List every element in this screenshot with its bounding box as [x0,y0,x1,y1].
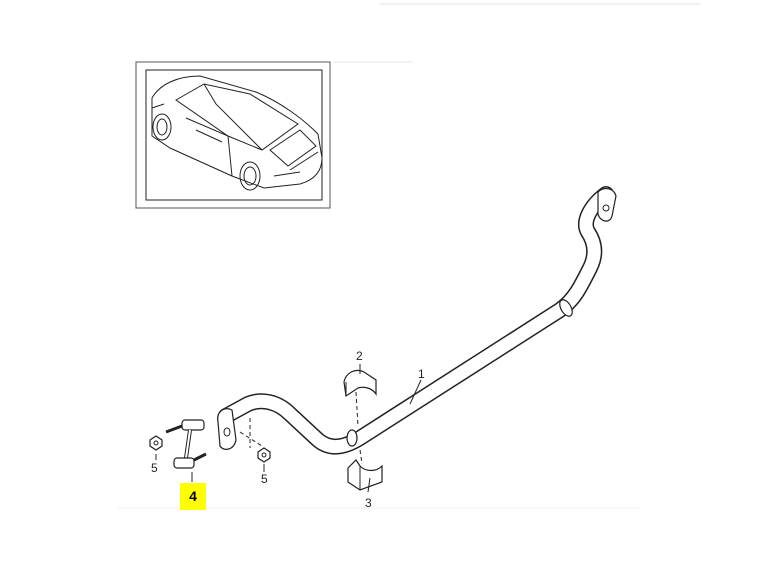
label-stabilizer-bar: 1 [418,367,425,381]
car-outline-icon [151,75,323,191]
nut-left[interactable] [149,435,163,451]
bushing-lower[interactable] [347,459,383,491]
label-bushing-lower: 3 [365,496,372,510]
label-bushing-upper: 2 [356,349,363,363]
highlight-box [180,483,206,510]
leader-lines [155,364,422,493]
bushing-upper[interactable] [343,369,377,398]
assembly-guides [239,391,363,465]
label-coupling-rod[interactable]: 4 [189,488,197,504]
stabilizer-bar[interactable] [217,186,617,455]
nut-right[interactable] [257,447,271,463]
label-nut-left: 5 [151,461,158,475]
coupling-rod[interactable] [165,419,207,469]
vehicle-inset [135,61,331,209]
label-nut-right: 5 [261,472,268,486]
